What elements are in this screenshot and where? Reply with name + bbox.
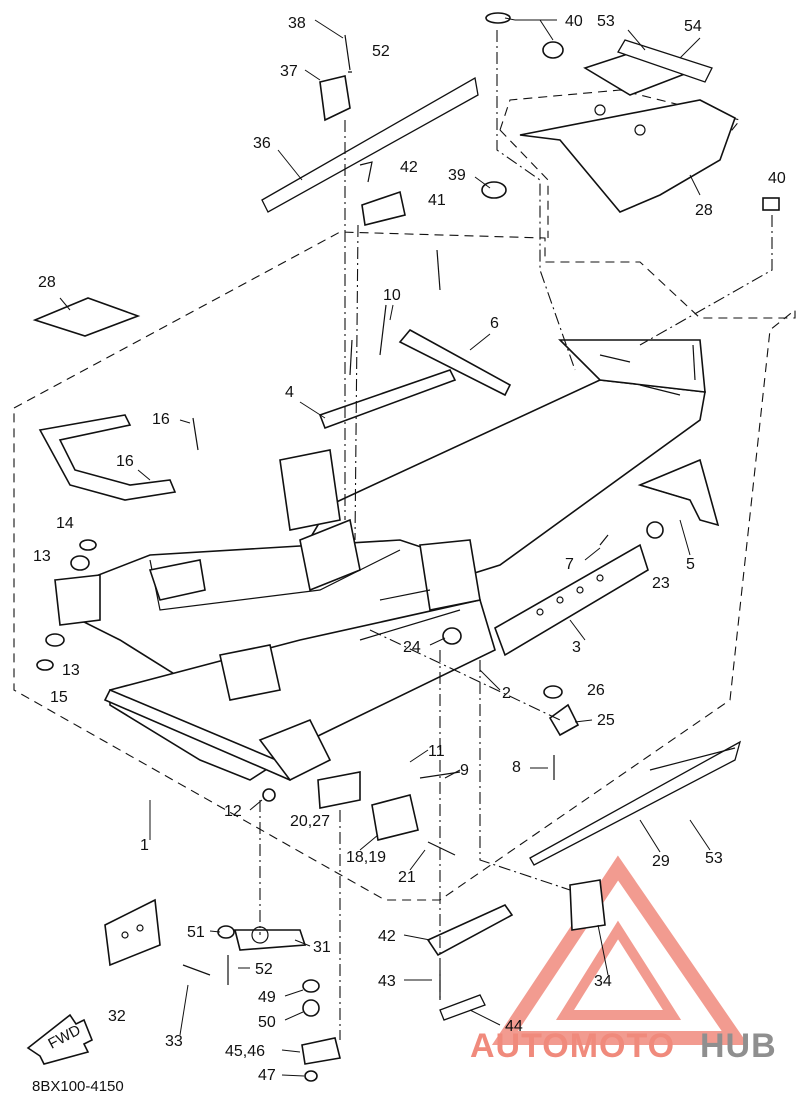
- part-bracket-5: [637, 458, 720, 527]
- callout-36: 34: [594, 973, 612, 990]
- callout-labels: 38 37 52 36 42 41 40 53 54 39 40 28 28 1…: [33, 13, 786, 1084]
- callout-37: 39: [448, 167, 466, 184]
- callout-32: 32: [108, 1008, 126, 1025]
- callout-22: 28: [695, 202, 713, 219]
- callout-54: 54: [684, 18, 702, 35]
- callout-13-bottom: 13: [62, 662, 80, 679]
- frame-assembly: [54, 339, 706, 782]
- callout-26: 26: [587, 682, 605, 699]
- diagram-code: 8BX100-4150: [32, 1078, 124, 1095]
- callout-34: 37: [280, 63, 298, 80]
- part-gasket-20-27: [317, 771, 361, 809]
- callout-43: 43: [378, 973, 396, 990]
- callout-51: 52: [255, 961, 273, 978]
- callout-48: 49: [258, 989, 276, 1006]
- callout-2: 2: [502, 685, 511, 702]
- callout-31: 31: [313, 939, 331, 956]
- callout-7: 7: [565, 556, 574, 573]
- callout-20-27: 20,27: [290, 813, 330, 830]
- callout-15: 15: [50, 689, 68, 706]
- callout-3: 3: [572, 639, 581, 656]
- watermark-part1: AUTOMOTO: [470, 1027, 675, 1065]
- part-bracket-34: [319, 75, 351, 122]
- callout-33: 33: [165, 1033, 183, 1050]
- callout-52-bottom: 53: [705, 850, 723, 867]
- callout-5: 5: [686, 556, 695, 573]
- part-sheet-28: [32, 297, 141, 337]
- callout-44: 44: [505, 1018, 523, 1035]
- part-bracket-3: [494, 543, 649, 657]
- part-rail-4: [318, 369, 457, 430]
- part-rail-6: [398, 328, 512, 397]
- callout-18-19: 18,19: [346, 849, 386, 866]
- part-decal-30: [261, 76, 479, 213]
- callout-9: 9: [460, 762, 469, 779]
- watermark-part2: HUB: [700, 1027, 777, 1065]
- callout-6: 6: [490, 315, 499, 332]
- callout-12: 12: [224, 803, 242, 820]
- callout-50: 51: [187, 924, 205, 941]
- callout-45-46: 45,46: [225, 1043, 265, 1060]
- callout-25: 25: [597, 712, 615, 729]
- callout-1: 1: [140, 837, 149, 854]
- callout-13-top: 13: [33, 548, 51, 565]
- callout-41: 42: [400, 159, 418, 176]
- part-pad-44: [439, 994, 486, 1021]
- fwd-arrow-icon: FWD: [26, 1013, 94, 1065]
- callout-21: 21: [398, 869, 416, 886]
- leader-lines: [59, 17, 711, 1077]
- part-clip-25: [548, 703, 580, 737]
- callout-42: 42: [378, 928, 396, 945]
- part-bracket-40: [361, 190, 406, 226]
- watermark-text: AUTOMOTO HUB: [470, 1027, 777, 1065]
- callout-11: 11: [428, 743, 445, 760]
- assembly-lines: [259, 30, 773, 1040]
- callout-29: 29: [652, 853, 670, 870]
- watermark-logo: [491, 855, 749, 1045]
- part-mount-18-19: [371, 794, 419, 841]
- callout-4: 4: [285, 384, 294, 401]
- callout-53: 53: [597, 13, 615, 30]
- part-plate-31: [233, 926, 307, 951]
- callout-8: 8: [512, 759, 521, 776]
- part-skid-42: [426, 903, 514, 957]
- callout-10: 10: [383, 287, 401, 304]
- part-mount-45-46: [301, 1037, 341, 1065]
- callout-28: 28: [38, 274, 56, 291]
- callout-39: 40: [768, 170, 786, 187]
- callout-47: 47: [258, 1067, 276, 1084]
- callout-35: 38: [288, 15, 306, 32]
- part-guard-22: [519, 99, 736, 213]
- callout-40: 41: [428, 192, 446, 209]
- part-cap-36: [569, 879, 606, 931]
- callout-24: 24: [403, 639, 421, 656]
- callout-14: 14: [56, 515, 74, 532]
- callout-30: 36: [253, 135, 271, 152]
- part-bumper-16: [38, 414, 177, 501]
- callout-49: 50: [258, 1014, 276, 1031]
- callout-52-top: 52: [372, 43, 390, 60]
- callout-23: 23: [652, 575, 670, 592]
- callout-38: 40: [565, 13, 583, 30]
- part-bracket-32: [104, 898, 161, 967]
- part-decal-29: [529, 740, 742, 866]
- callout-16: 16: [116, 453, 134, 470]
- callout-17: 16: [152, 411, 170, 428]
- part-strip-54: [617, 39, 713, 83]
